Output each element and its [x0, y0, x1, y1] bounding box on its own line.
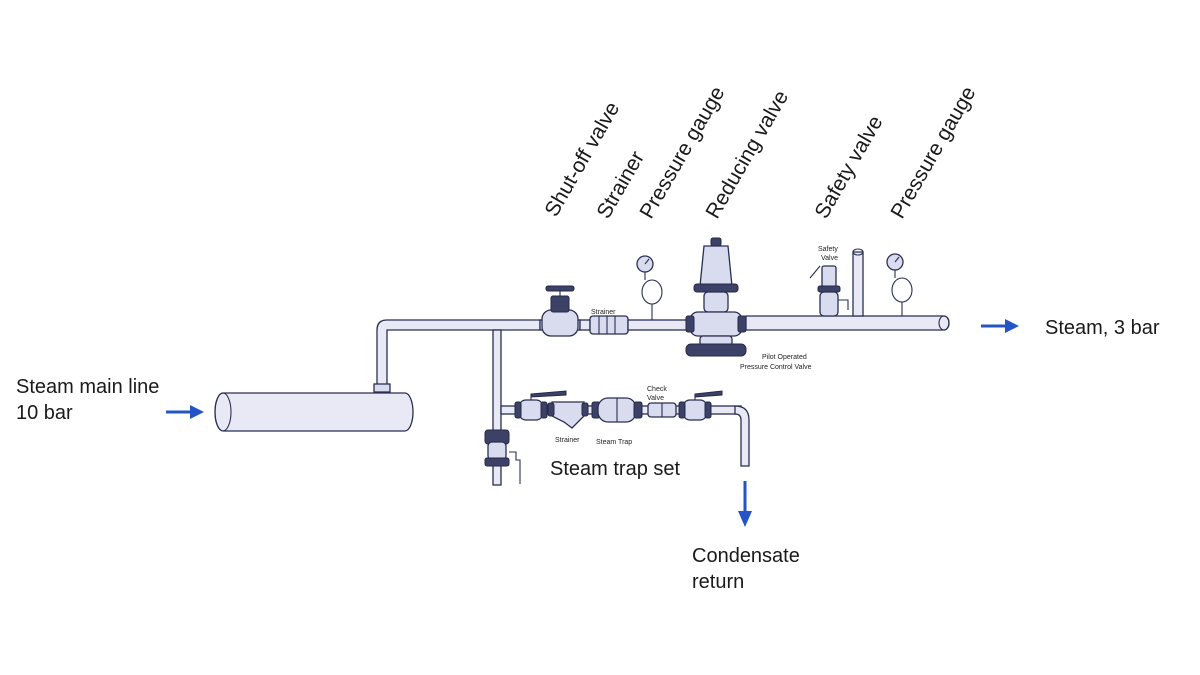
component-label-safety-2: Valve — [821, 255, 838, 262]
steam-header-pipe — [373, 319, 541, 486]
label-steam-trap-set: Steam trap set — [550, 458, 681, 480]
label-condensate: Condensate — [692, 545, 800, 567]
component-label-safety-1: Safety — [818, 246, 838, 253]
component-label-check-1: Check — [647, 386, 667, 393]
shutoff-valve-icon — [539, 285, 581, 337]
component-label-trap-strainer: Strainer — [555, 437, 580, 444]
trap-strainer-icon: Strainer — [547, 401, 589, 444]
label-safety-valve: Safety valve — [810, 112, 887, 223]
steam-trap-icon: Steam Trap — [591, 397, 643, 446]
component-label-pilot-1: Pilot Operated — [762, 354, 807, 361]
component-label-steam-trap: Steam Trap — [596, 439, 632, 446]
label-condensate-return: return — [692, 571, 744, 593]
trap-isolating-valve-1-icon — [514, 390, 567, 421]
pipe-segment-1 — [579, 319, 591, 331]
safety-valve-icon: Safety Valve — [809, 246, 849, 317]
trap-isolating-valve-2-icon — [678, 390, 723, 421]
pressure-gauge-2-icon — [886, 253, 913, 316]
component-label-pilot-2: Pressure Control Valve — [740, 364, 812, 371]
inlet-arrow-icon — [166, 405, 204, 419]
label-steam-main-line: Steam main line — [16, 376, 159, 398]
check-valve-icon: Check Valve — [647, 386, 677, 418]
steam-main-pipe — [214, 392, 414, 432]
reducing-valve-icon: Pilot Operated Pressure Control Valve — [685, 237, 812, 371]
vent-pipe-icon — [852, 248, 864, 317]
strainer-icon: Strainer — [589, 309, 629, 335]
condensate-arrow-icon — [738, 481, 752, 527]
component-label-check-2: Valve — [647, 395, 664, 402]
pressure-gauge-1-icon — [636, 255, 663, 320]
pipe-segment-2 — [627, 319, 691, 331]
component-label-strainer: Strainer — [591, 309, 616, 316]
label-pressure-gauge-2: Pressure gauge — [886, 83, 980, 223]
drain-valve — [484, 429, 521, 484]
steam-outlet-pipe — [745, 315, 950, 331]
outlet-arrow-icon — [981, 319, 1019, 333]
label-main-pressure: 10 bar — [16, 402, 73, 424]
label-steam-out: Steam, 3 bar — [1045, 317, 1160, 339]
